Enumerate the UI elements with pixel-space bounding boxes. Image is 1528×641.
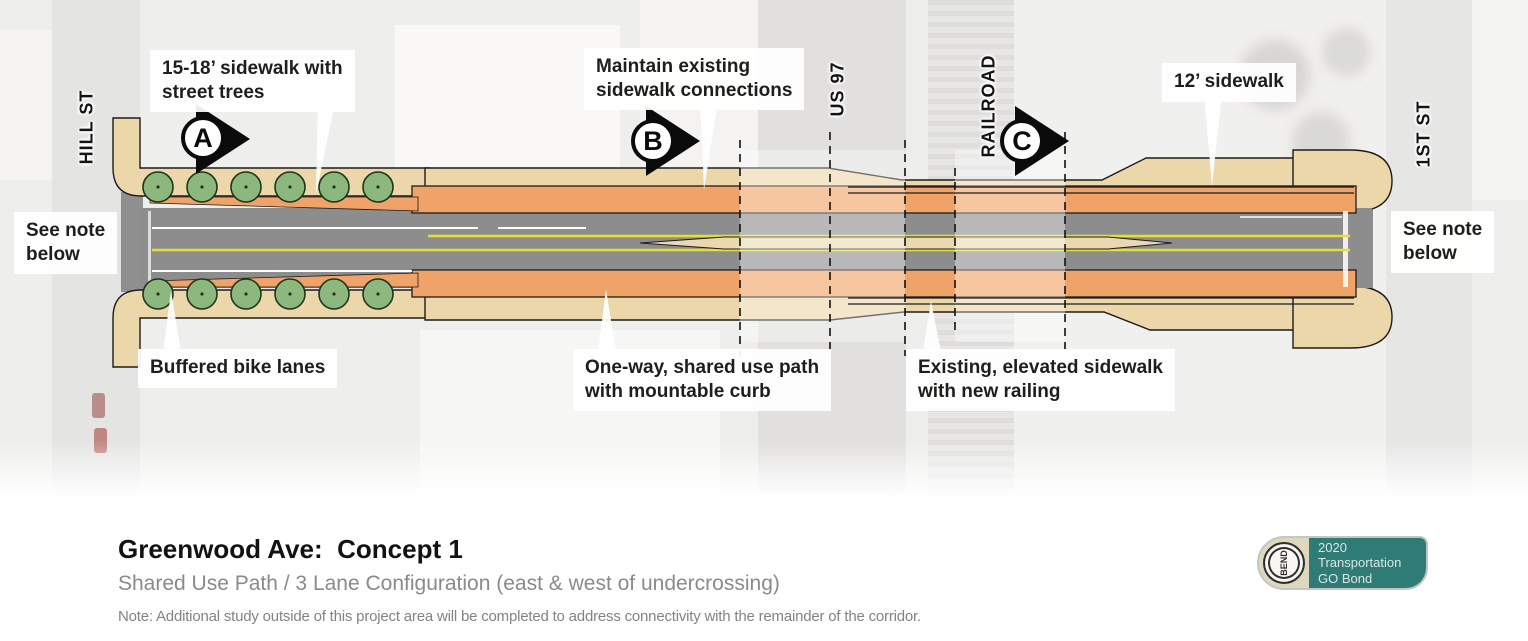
marker-b: B bbox=[631, 119, 675, 163]
street-label-1st-st: 1ST ST bbox=[1413, 100, 1434, 168]
page-subtitle: Shared Use Path / 3 Lane Configuration (… bbox=[118, 572, 780, 595]
footer-note: Note: Additional study outside of this p… bbox=[118, 608, 921, 625]
marker-b-letter: B bbox=[643, 125, 663, 156]
undercrossing-fade-west bbox=[740, 150, 905, 342]
street-plan-drawing bbox=[112, 93, 1393, 368]
shared-use-path-north bbox=[411, 185, 1357, 214]
undercrossing-fade-east bbox=[955, 150, 1065, 342]
callout-sidewalk-street-trees: 15-18’ sidewalk with street trees bbox=[150, 50, 355, 113]
center-median bbox=[639, 236, 1173, 250]
hill-st-pavement bbox=[121, 192, 143, 292]
badge-line-year: 2020 bbox=[1318, 540, 1347, 556]
section-dashed-lines bbox=[739, 132, 1066, 356]
badge-line-transportation: Transportation bbox=[1318, 555, 1402, 571]
callout-see-note-east: See note below bbox=[1391, 211, 1495, 274]
aerial-tree bbox=[1322, 28, 1370, 76]
bend-seal-box: BEND bbox=[1259, 538, 1309, 588]
yellow-centerlines bbox=[152, 234, 1350, 252]
marker-a: A bbox=[181, 116, 225, 160]
aerial-bottom-fade bbox=[0, 440, 1528, 497]
aerial-building bbox=[1472, 0, 1528, 200]
elevated-sidewalk-lines bbox=[848, 186, 1354, 305]
bend-seal-text: BEND bbox=[1278, 550, 1289, 576]
marker-c: C bbox=[1000, 119, 1044, 163]
aerial-building bbox=[395, 25, 620, 195]
callout-maintain-sidewalk-connections: Maintain existing sidewalk connections bbox=[584, 48, 805, 111]
street-label-railroad: RAILROAD bbox=[978, 54, 999, 158]
callout-buffered-bike-lanes: Buffered bike lanes bbox=[138, 349, 338, 388]
crosswalk-line bbox=[148, 211, 151, 287]
callout-see-note-west: See note below bbox=[14, 212, 118, 275]
marker-c-letter: C bbox=[1012, 125, 1032, 156]
shared-use-path-south bbox=[411, 269, 1357, 298]
street-label-us-97: US 97 bbox=[827, 61, 848, 117]
page-title: Greenwood Ave: Concept 1 bbox=[118, 534, 463, 564]
bend-city-seal-icon: BEND bbox=[1263, 542, 1305, 584]
callout-elevated-sidewalk: Existing, elevated sidewalk with new rai… bbox=[906, 349, 1175, 412]
go-bond-badge-text: 2020 Transportation GO Bond bbox=[1309, 538, 1426, 588]
callout-tails bbox=[163, 93, 1222, 352]
marker-a-letter: A bbox=[193, 122, 213, 153]
aerial-building bbox=[0, 30, 52, 180]
go-bond-badge: BEND 2020 Transportation GO Bond bbox=[1257, 536, 1428, 590]
badge-line-go-bond: GO Bond bbox=[1318, 570, 1373, 586]
callout-shared-use-path: One-way, shared use path with mountable … bbox=[573, 349, 832, 412]
callout-12ft-sidewalk: 12’ sidewalk bbox=[1162, 63, 1296, 102]
street-tree-centers bbox=[156, 185, 380, 296]
aerial-parked-car bbox=[92, 393, 105, 418]
street-label-hill-st: HILL ST bbox=[76, 89, 97, 165]
